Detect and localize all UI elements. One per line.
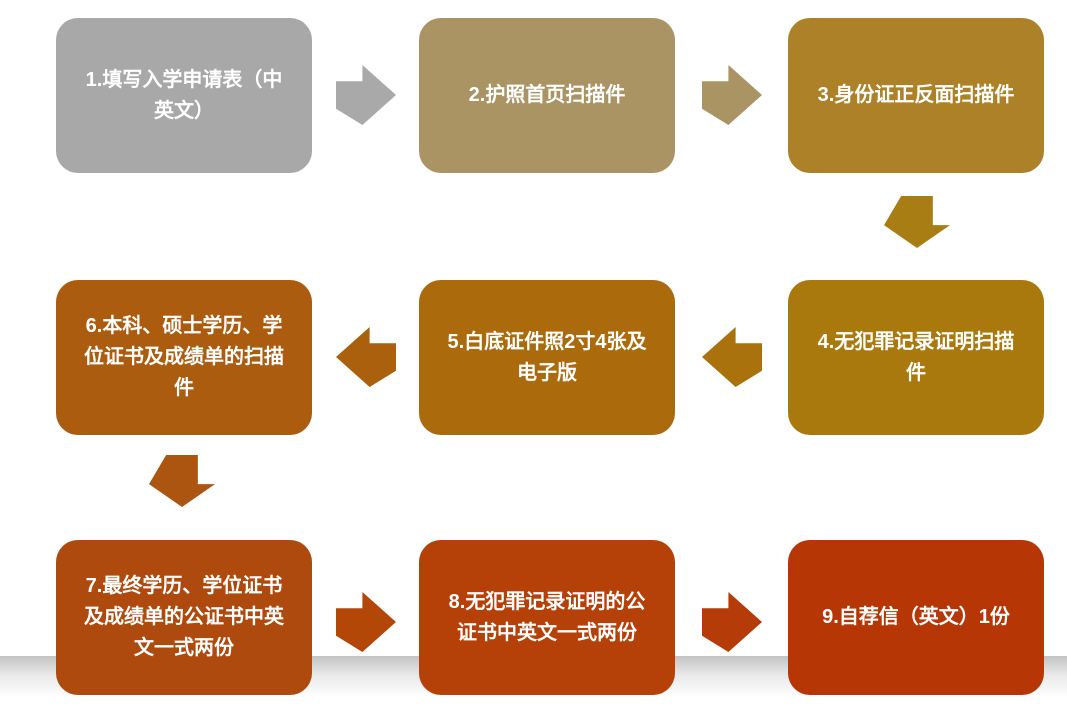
step-box-2: 2.护照首页扫描件 [419,18,675,173]
step-box-3: 3.身份证正反面扫描件 [788,18,1044,173]
step-label-5: 5.白底证件照2寸4张及电子版 [447,330,647,384]
step-label-3: 3.身份证正反面扫描件 [817,84,1015,106]
step-box-4: 4.无犯罪记录证明扫描件 [788,280,1044,435]
arrow-step2-to-step3-icon [702,65,762,125]
arrow-step3-to-step4-icon [884,196,950,248]
step-box-8: 8.无犯罪记录证明的公证书中英文一式两份 [419,540,675,695]
step-label-8: 8.无犯罪记录证明的公证书中英文一式两份 [448,590,646,644]
step-box-9: 9.自荐信（英文）1份 [788,540,1044,695]
step-label-9: 9.自荐信（英文）1份 [822,606,1010,628]
arrow-step7-to-step8-icon [336,592,396,652]
step-label-1: 1.填写入学申请表（中英文） [85,68,283,122]
arrow-step4-to-step5-icon [702,327,762,387]
step-label-7: 7.最终学历、学位证书及成绩单的公证书中英文一式两份 [84,575,284,659]
arrow-step5-to-step6-icon [336,327,396,387]
arrow-step8-to-step9-icon [702,592,762,652]
arrow-step6-to-step7-icon [149,455,215,507]
step-label-4: 4.无犯罪记录证明扫描件 [817,330,1015,384]
step-label-6: 6.本科、硕士学历、学位证书及成绩单的扫描件 [84,315,284,399]
step-box-7: 7.最终学历、学位证书及成绩单的公证书中英文一式两份 [56,540,312,695]
arrow-step1-to-step2-icon [336,65,396,125]
step-box-5: 5.白底证件照2寸4张及电子版 [419,280,675,435]
step-label-2: 2.护照首页扫描件 [468,84,626,106]
step-box-6: 6.本科、硕士学历、学位证书及成绩单的扫描件 [56,280,312,435]
step-box-1: 1.填写入学申请表（中英文） [56,18,312,173]
